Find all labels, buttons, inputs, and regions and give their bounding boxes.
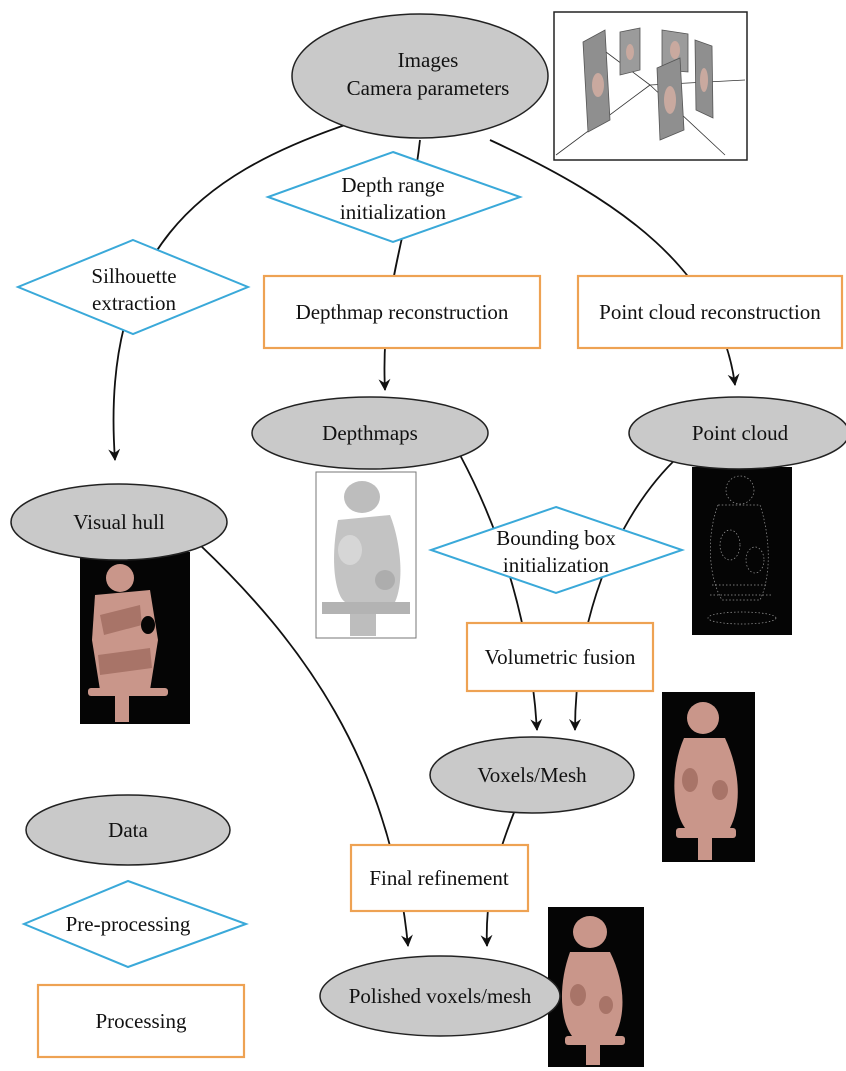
legend-data: Data [25,794,231,866]
point-cloud-thumbnail [692,467,792,635]
node-silhouette-line1: Silhouette [91,264,176,288]
legend-processing-label: Processing [96,1009,187,1033]
legend-processing: Processing [36,983,246,1059]
node-depthmaps: Depthmaps [251,396,489,470]
visual-hull-thumbnail [80,552,190,724]
legend: Data Pre-processing Processing [21,794,249,1059]
edge-images-to-visual-hull [108,124,346,461]
voxels-mesh-thumbnail [662,692,755,862]
camera-setup-thumbnail [553,11,748,161]
node-point-cloud-reconstruction-label: Point cloud reconstruction [599,300,821,324]
node-silhouette-extraction: Silhouette extraction [15,238,251,336]
node-depthmaps-label: Depthmaps [322,421,418,445]
node-bounding-box-line1: Bounding box [496,526,616,550]
node-bounding-box-init: Bounding box initialization [427,505,686,595]
node-volumetric-fusion: Volumetric fusion [465,621,655,693]
node-depth-range-line1: Depth range [341,173,444,197]
polished-mesh-thumbnail [548,907,644,1067]
node-depth-range-init: Depth range initialization [265,150,523,244]
node-images-line1: Images [398,48,459,72]
node-depthmap-reconstruction-label: Depthmap reconstruction [296,300,509,324]
node-images-line2: Camera parameters [347,76,510,100]
node-silhouette-line2: extraction [92,291,176,315]
node-final-refinement-label: Final refinement [369,866,509,890]
node-voxels-mesh: Voxels/Mesh [429,736,635,814]
node-point-cloud-reconstruction: Point cloud reconstruction [576,274,844,350]
node-bounding-box-line2: initialization [503,553,610,577]
node-point-cloud-label: Point cloud [692,421,789,445]
node-depth-range-line2: initialization [340,200,447,224]
node-polished: Polished voxels/mesh [319,955,561,1037]
depthmap-thumbnail [315,471,417,639]
node-visual-hull: Visual hull [10,483,228,561]
legend-preprocessing-label: Pre-processing [66,912,191,936]
node-volumetric-fusion-label: Volumetric fusion [485,645,636,669]
node-images: Images Camera parameters [291,13,549,139]
legend-preprocessing: Pre-processing [21,879,249,969]
node-depthmap-reconstruction: Depthmap reconstruction [262,274,542,350]
node-voxels-mesh-label: Voxels/Mesh [477,763,587,787]
node-visual-hull-label: Visual hull [73,510,165,534]
node-polished-label: Polished voxels/mesh [349,984,532,1008]
legend-data-label: Data [108,818,148,842]
node-point-cloud: Point cloud [628,396,846,470]
node-final-refinement: Final refinement [349,843,530,913]
